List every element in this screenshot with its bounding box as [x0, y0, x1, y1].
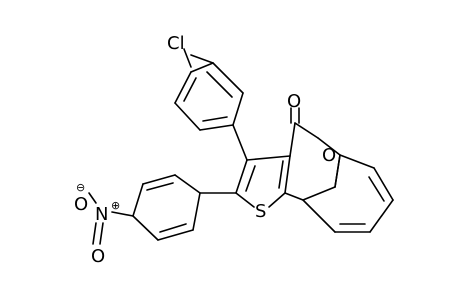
bond — [294, 122, 319, 139]
bond — [334, 154, 341, 188]
bond-nitro — [99, 222, 104, 245]
nitro-oxygen-bottom-label: O — [91, 246, 105, 267]
bond — [190, 62, 214, 73]
bond — [174, 174, 201, 194]
bond — [235, 159, 248, 194]
bond — [373, 167, 394, 201]
bond — [174, 102, 201, 131]
bond — [302, 199, 336, 233]
bond-inner — [159, 223, 187, 233]
bond — [132, 215, 159, 241]
bond-inner — [368, 176, 385, 202]
bond-inner — [146, 182, 174, 191]
bond — [339, 154, 375, 169]
bond — [284, 155, 291, 194]
bond — [302, 186, 336, 201]
sulfur-label: S — [255, 201, 266, 222]
bond — [212, 62, 244, 94]
bond-nitro — [92, 222, 97, 245]
chlorine-label: Cl — [167, 33, 185, 54]
bond — [199, 124, 234, 131]
bond — [192, 192, 201, 231]
atom-labels: Cl O O S N O O ⊖ ⊕ — [74, 33, 336, 267]
bond — [284, 192, 304, 201]
bond — [235, 192, 255, 208]
bond-inner — [206, 71, 233, 98]
bond — [369, 199, 394, 233]
bond-inner — [278, 160, 284, 189]
bond — [317, 137, 341, 156]
negative-charge-symbol: ⊖ — [76, 181, 85, 194]
bond-inner — [183, 77, 197, 102]
bond-nitro — [88, 192, 97, 204]
bond-inner — [202, 116, 228, 122]
nitrophenyl-ring — [132, 174, 201, 241]
bond — [232, 92, 244, 126]
bond — [289, 122, 296, 157]
bond — [142, 174, 176, 185]
benzo-ring — [302, 154, 394, 233]
bond-nitro — [111, 211, 134, 217]
chlorophenyl-ring — [174, 54, 244, 131]
bond — [246, 155, 291, 161]
bond — [174, 71, 192, 104]
bond — [232, 124, 248, 161]
nitro-nitrogen-label: N — [95, 204, 108, 225]
bonds — [88, 48, 394, 245]
bond — [268, 192, 286, 208]
carbonyl-oxygen-label: O — [287, 91, 301, 112]
positive-charge-symbol: ⊕ — [111, 199, 120, 212]
bond — [132, 183, 144, 217]
nitro-oxygen-top-label: O — [74, 194, 88, 215]
ring-oxygen-label: O — [322, 145, 336, 166]
bond-cl — [183, 48, 192, 68]
bond — [190, 54, 214, 64]
bond — [157, 229, 194, 241]
thiophene-ring — [235, 155, 291, 208]
bond-inner — [245, 165, 256, 192]
